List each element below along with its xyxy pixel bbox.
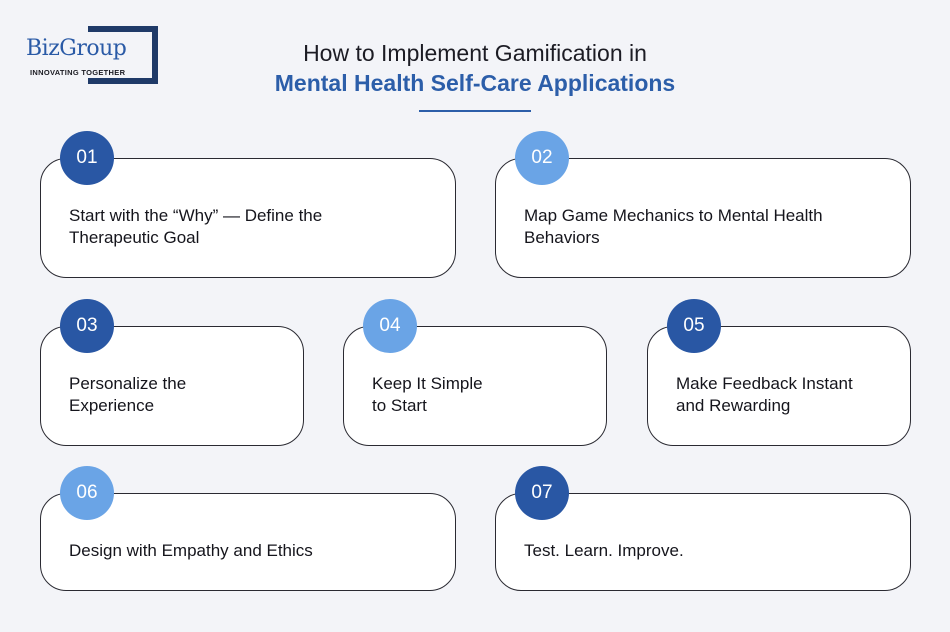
title-underline	[419, 110, 531, 112]
step-label: Keep It Simple to Start	[372, 374, 483, 415]
logo-frame	[88, 26, 158, 84]
title-line-1: How to Implement Gamification in	[303, 40, 647, 66]
step-label: Personalize the Experience	[69, 374, 187, 415]
step-label: Make Feedback Instant and Rewarding	[676, 374, 853, 415]
bizgroup-logo: BizGroup INNOVATING TOGETHER	[24, 26, 158, 84]
step-card-02: Map Game Mechanics to Mental Health Beha…	[495, 158, 911, 278]
step-badge-03: 03	[60, 299, 114, 353]
step-badge-02: 02	[515, 131, 569, 185]
step-label: Test. Learn. Improve.	[524, 541, 684, 560]
logo-tagline: INNOVATING TOGETHER	[30, 68, 126, 77]
step-badge-07: 07	[515, 466, 569, 520]
step-label: Map Game Mechanics to Mental Health Beha…	[524, 206, 823, 247]
step-badge-01: 01	[60, 131, 114, 185]
step-badge-04: 04	[363, 299, 417, 353]
title-line-2: Mental Health Self-Care Applications	[274, 70, 676, 96]
step-label: Design with Empathy and Ethics	[69, 541, 313, 560]
step-card-07: Test. Learn. Improve.	[495, 493, 911, 591]
logo-brand-text: BizGroup	[26, 36, 129, 61]
step-badge-05: 05	[667, 299, 721, 353]
step-label: Start with the “Why” — Define the Therap…	[69, 206, 323, 247]
step-card-06: Design with Empathy and Ethics	[40, 493, 456, 591]
step-card-01: Start with the “Why” — Define the Therap…	[40, 158, 456, 278]
page-title: How to Implement Gamification in Mental …	[0, 38, 950, 98]
step-badge-06: 06	[60, 466, 114, 520]
